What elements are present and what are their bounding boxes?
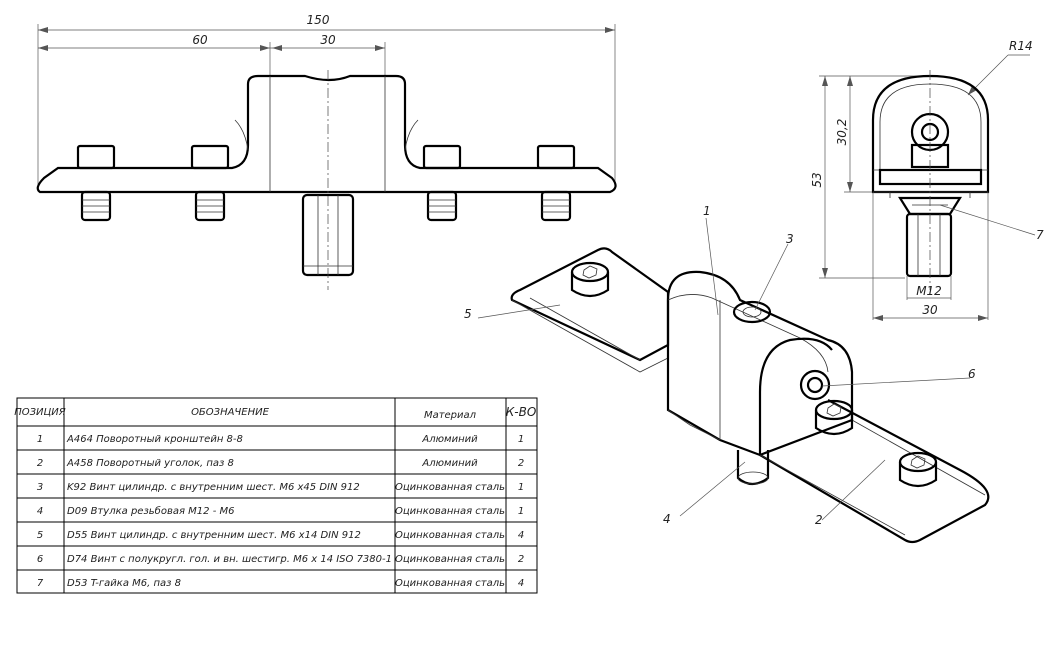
callout-2: 2 — [815, 513, 823, 527]
table-row: 2 A458 Поворотный уголок, паз 8 Алюминий… — [37, 458, 524, 469]
dim-overall-width: 150 — [307, 13, 330, 27]
dim-radius: R14 — [1009, 39, 1033, 53]
bom-pos: 1 — [37, 434, 43, 445]
bom-pos: 3 — [37, 482, 43, 493]
bom-qty: 1 — [518, 506, 524, 517]
dim-width-side: 30 — [922, 303, 938, 317]
table-row: 1 A464 Поворотный кронштейн 8-8 Алюминий… — [37, 434, 524, 445]
isometric-view — [477, 217, 990, 544]
bom-material: Оцинкованная сталь — [395, 554, 505, 565]
bom-material: Оцинкованная сталь — [395, 506, 505, 517]
table-row: 5 D55 Винт цилиндр. с внутренним шест. M… — [37, 530, 524, 541]
table-row: 6 D74 Винт с полукругл. гол. и вн. шести… — [37, 554, 524, 565]
callout-6: 6 — [968, 367, 976, 381]
callout-1: 1 — [703, 204, 711, 218]
bom-name: A464 Поворотный кронштейн 8-8 — [66, 434, 243, 445]
bom-header-qty: К-ВО — [506, 405, 537, 419]
callout-7: 7 — [1036, 228, 1044, 242]
bom-name: D55 Винт цилиндр. с внутренним шест. M6 … — [67, 530, 361, 541]
dim-height-upper: 30,2 — [835, 119, 849, 146]
bom-name: A458 Поворотный уголок, паз 8 — [66, 458, 234, 469]
bom-name: K92 Винт цилиндр. с внутренним шест. M6 … — [67, 482, 360, 493]
bom-pos: 6 — [37, 554, 43, 565]
bom-material: Оцинкованная сталь — [395, 530, 505, 541]
bom-material: Оцинкованная сталь — [395, 578, 505, 589]
bom-material: Алюминий — [421, 434, 478, 445]
bom-material: Алюминий — [421, 458, 478, 469]
bom-qty: 1 — [518, 434, 524, 445]
dim-left-part: 60 — [192, 33, 208, 47]
callout-3: 3 — [786, 232, 794, 246]
callout-5: 5 — [464, 307, 472, 321]
bom-name: D74 Винт с полукругл. гол. и вн. шестигр… — [67, 554, 392, 565]
bom-qty: 1 — [518, 482, 524, 493]
callout-4: 4 — [663, 512, 671, 526]
dim-thread: M12 — [916, 284, 942, 298]
bom-header-designation: ОБОЗНАЧЕНИЕ — [191, 407, 270, 418]
side-view: R14 53 30,2 — [810, 39, 1036, 321]
bom-pos: 7 — [37, 578, 44, 589]
bom-pos: 2 — [37, 458, 43, 469]
bom-pos: 4 — [37, 506, 43, 517]
table-row: 4 D09 Втулка резьбовая M12 - M6 Оцинкова… — [37, 505, 524, 517]
table-row: 3 K92 Винт цилиндр. с внутренним шест. M… — [37, 482, 524, 493]
bom-qty: 4 — [518, 530, 524, 541]
bom-name: D09 Втулка резьбовая M12 - M6 — [67, 505, 234, 517]
bom-name: D53 T-гайка M6, паз 8 — [67, 578, 181, 589]
dim-height-total: 53 — [810, 172, 824, 187]
bom-header-position: ПОЗИЦИЯ — [14, 407, 66, 418]
dim-center-part: 30 — [320, 33, 336, 47]
bom-header-material: Материал — [424, 410, 477, 421]
front-view: 150 60 30 — [36, 13, 617, 290]
bom-material: Оцинкованная сталь — [395, 482, 505, 493]
bom-qty: 2 — [518, 554, 524, 565]
bom-qty: 4 — [518, 578, 524, 589]
table-row: 7 D53 T-гайка M6, паз 8 Оцинкованная ста… — [37, 578, 524, 589]
bom-table: ПОЗИЦИЯ ОБОЗНАЧЕНИЕ Материал К-ВО 1 A464… — [14, 397, 538, 594]
bom-pos: 5 — [37, 530, 43, 541]
bom-qty: 2 — [518, 458, 524, 469]
